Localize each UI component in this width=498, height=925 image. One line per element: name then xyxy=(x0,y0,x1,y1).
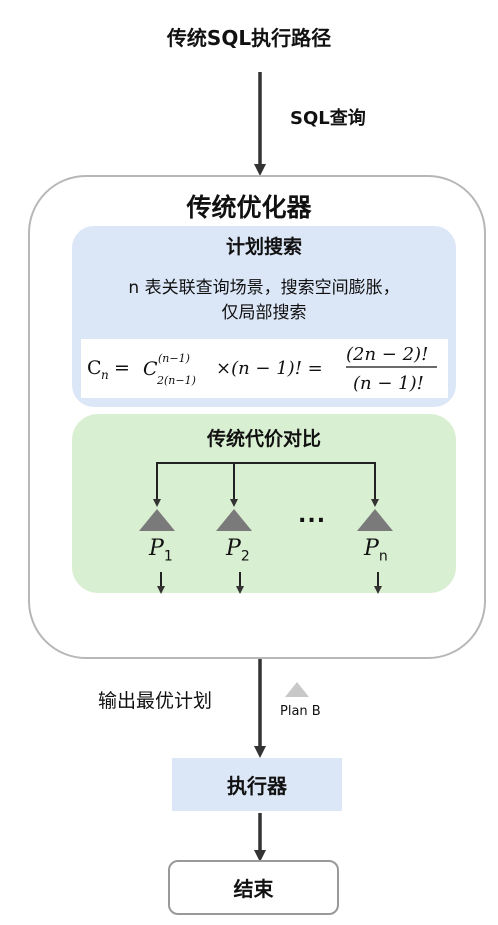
formula-comb-sup: (n−1) xyxy=(158,352,190,365)
plan-2-triangle xyxy=(216,509,252,531)
formula-eq1: = xyxy=(114,357,130,379)
planb-triangle xyxy=(285,682,309,697)
executor-box: 执行器 xyxy=(172,758,342,811)
plan-2-base: P xyxy=(226,536,241,561)
output-label: 输出最优计划 xyxy=(98,690,213,712)
plan-1-triangle xyxy=(139,509,175,531)
planb-label: Plan B xyxy=(280,704,321,719)
plan-1-sub: 1 xyxy=(163,548,173,565)
end-box: 结束 xyxy=(168,860,339,915)
plan-1-label: P1 xyxy=(149,536,173,564)
plan-search-title: 计划搜索 xyxy=(225,236,302,258)
plans-ellipsis: ... xyxy=(298,503,327,528)
plan-n-sub: n xyxy=(378,548,388,565)
formula-box xyxy=(81,339,448,398)
plan-n-base: P xyxy=(364,536,379,561)
plan-n-triangle xyxy=(357,509,393,531)
plan-n-label: Pn xyxy=(364,536,388,564)
formula-comb-base: C xyxy=(143,358,158,380)
formula-times: ×(n − 1)! = xyxy=(216,358,323,379)
diagram-title: 传统SQL执行路径 xyxy=(166,26,332,50)
plan-2-sub: 2 xyxy=(240,548,250,565)
plan-search-description-line1: n 表关联查询场景，搜索空间膨胀， xyxy=(128,278,400,298)
formula-lhs-base: C xyxy=(87,357,102,379)
cost-compare-box xyxy=(72,414,456,593)
plan-2-label: P2 xyxy=(226,536,250,564)
optimizer-title: 传统优化器 xyxy=(186,193,312,222)
query-label: SQL查询 xyxy=(290,108,366,129)
plan-search-description-line2: 仅局部搜索 xyxy=(221,303,307,323)
cost-compare-title: 传统代价对比 xyxy=(206,428,321,450)
plan-search-description: n 表关联查询场景，搜索空间膨胀， 仅局部搜索 xyxy=(72,276,456,326)
formula-denominator: (n − 1)! xyxy=(353,373,424,394)
plan-1-base: P xyxy=(149,536,164,561)
formula-lhs-sub: n xyxy=(101,368,109,382)
formula-numerator: (2n − 2)! xyxy=(346,344,428,365)
formula-comb-sub: 2(n−1) xyxy=(156,374,196,387)
